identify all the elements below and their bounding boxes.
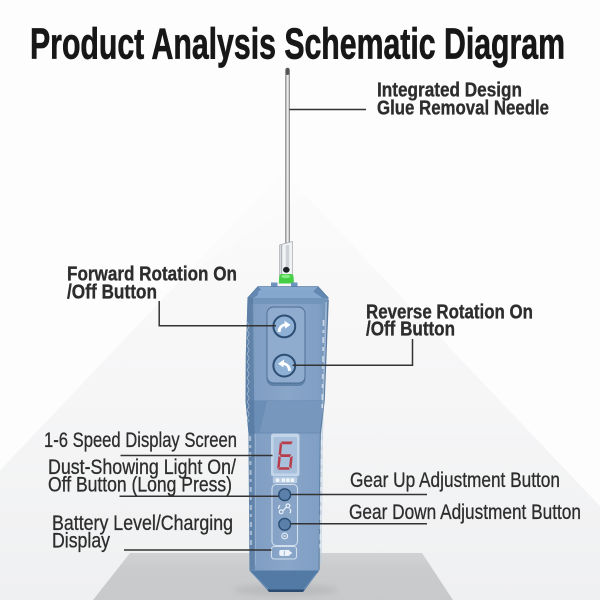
svg-text:Gear Up Adjustment Button: Gear Up Adjustment Button <box>350 469 560 492</box>
svg-text:Display: Display <box>52 530 110 553</box>
svg-text:Off Button (Long Press): Off Button (Long Press) <box>48 474 232 497</box>
svg-text:Dust-Showing Light On/: Dust-Showing Light On/ <box>48 456 236 479</box>
svg-text:Battery Level/Charging: Battery Level/Charging <box>52 512 233 535</box>
svg-text:Product Analysis Schematic Dia: Product Analysis Schematic Diagram <box>30 20 565 69</box>
svg-text:/Off Button: /Off Button <box>366 319 455 341</box>
svg-text:Reverse Rotation On: Reverse Rotation On <box>366 302 533 324</box>
svg-text:Glue Removal Needle: Glue Removal Needle <box>377 98 549 120</box>
svg-text:Forward Rotation On: Forward Rotation On <box>67 264 237 286</box>
svg-text:1-6 Speed Display Screen: 1-6 Speed Display Screen <box>44 429 237 452</box>
svg-text:Integrated Design: Integrated Design <box>377 80 522 102</box>
svg-text:/Off Button: /Off Button <box>67 282 157 304</box>
svg-text:Gear Down Adjustment Button: Gear Down Adjustment Button <box>349 501 581 524</box>
